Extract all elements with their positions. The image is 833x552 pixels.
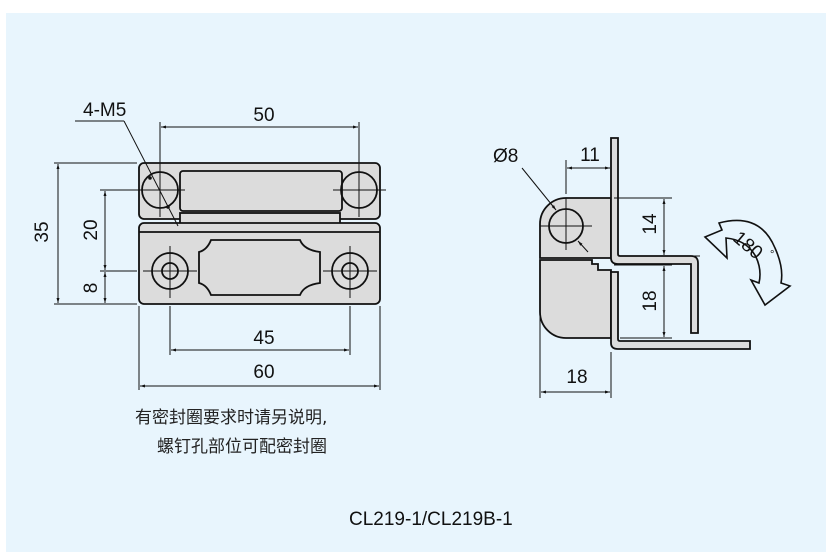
lower-leaf-profile xyxy=(610,271,751,350)
rotation-arrow-icon xyxy=(703,219,792,307)
dim-50: 50 xyxy=(253,105,274,126)
front-view: 4-M5 50 35 20 8 45 60 xyxy=(32,100,386,390)
hole-lower-left xyxy=(143,246,197,298)
model-caption: CL219-1/CL219B-1 xyxy=(349,509,513,530)
dim-11: 11 xyxy=(580,145,600,166)
side-view: Ø8 11 14 18 18 180 ° xyxy=(493,137,792,398)
dim-20: 20 xyxy=(81,219,102,240)
upper-leaf-recess xyxy=(179,170,343,212)
note-line-2: 螺钉孔部位可配密封圈 xyxy=(157,437,327,457)
upper-leaf-profile xyxy=(610,137,699,334)
dim-8: 8 xyxy=(81,283,102,294)
dim-diameter-8: Ø8 xyxy=(493,146,518,167)
rotation-degree-symbol: ° xyxy=(770,249,774,261)
hole-upper-right xyxy=(333,163,386,217)
dim-45: 45 xyxy=(253,328,274,349)
dim-18-horizontal: 18 xyxy=(566,367,587,388)
lower-block xyxy=(539,259,612,339)
dim-18-vertical: 18 xyxy=(640,290,661,311)
hinge-pin xyxy=(540,198,592,250)
upper-knuckle xyxy=(539,197,612,259)
hole-spec-label: 4-M5 xyxy=(83,100,126,121)
note-line-1: 有密封圈要求时请另说明, xyxy=(135,408,327,428)
dim-35: 35 xyxy=(32,221,53,242)
dim-14: 14 xyxy=(640,213,661,235)
lower-leaf-recess xyxy=(198,239,321,296)
hole-lower-right xyxy=(323,246,377,298)
dim-60: 60 xyxy=(253,362,274,383)
